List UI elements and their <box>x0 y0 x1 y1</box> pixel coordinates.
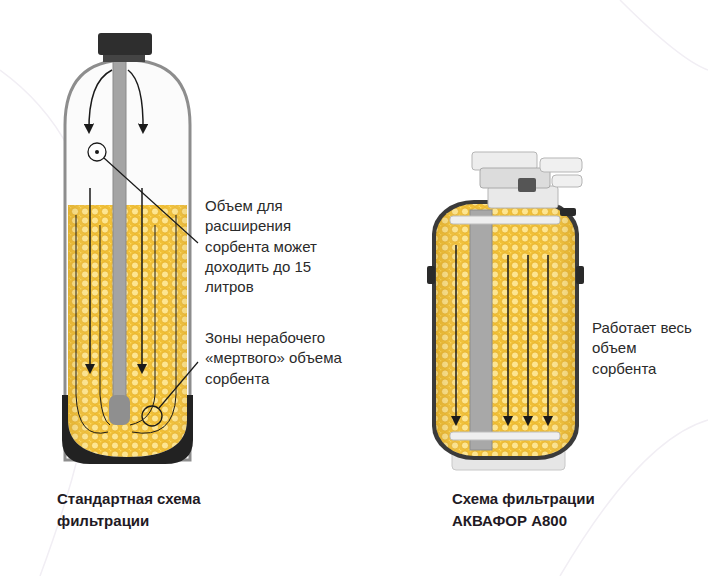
flow-arrow <box>89 70 112 132</box>
side-bracket <box>576 266 584 284</box>
valve-body <box>480 168 550 188</box>
figure-caption: Схема фильтрации АКВАФОР А800 <box>452 488 622 532</box>
flow-line <box>76 215 108 433</box>
valve-port <box>540 158 582 172</box>
leader-line <box>104 158 198 243</box>
sorbent-shade <box>60 200 200 470</box>
callout-note: Работает весь объем сорбента <box>592 318 692 379</box>
control-valve <box>98 33 152 55</box>
flow-line <box>100 225 110 425</box>
valve-motor <box>518 178 536 192</box>
sorbent-fill <box>436 204 575 456</box>
sorbent-bed <box>60 200 200 470</box>
tank-base <box>62 395 193 464</box>
flow-arrow <box>547 255 549 424</box>
valve-head <box>472 152 537 170</box>
flow-arrow <box>128 70 143 132</box>
callout-dot <box>95 150 99 154</box>
distributor-plate <box>450 432 560 440</box>
tube-strainer <box>109 395 130 425</box>
sorbent-shade <box>436 204 575 456</box>
sorbent-fill <box>60 200 200 470</box>
flow-arrow <box>527 255 529 424</box>
valve-port <box>552 175 582 187</box>
background-swoop <box>620 0 708 70</box>
flow-arrow <box>89 188 91 372</box>
callout-note: Зоны нерабочего «мертвого» объема сорбен… <box>205 328 350 389</box>
leader-line <box>159 362 198 408</box>
flow-line <box>130 225 155 425</box>
figure-caption: Стандартная схема фильтрации <box>57 488 227 532</box>
central-tube <box>470 210 492 450</box>
riser-tube <box>113 58 126 418</box>
side-bracket <box>427 266 435 284</box>
flow-arrow <box>507 255 509 424</box>
flow-arrow <box>141 188 143 372</box>
valve-clip <box>560 208 576 216</box>
callout-circle <box>88 143 106 161</box>
sorbent-bed <box>436 204 575 456</box>
distributor-plate <box>450 216 560 224</box>
flow-arrow <box>455 245 457 424</box>
callout-note: Объем для расширения сорбента может дохо… <box>205 196 335 297</box>
callout-circle <box>142 406 162 426</box>
